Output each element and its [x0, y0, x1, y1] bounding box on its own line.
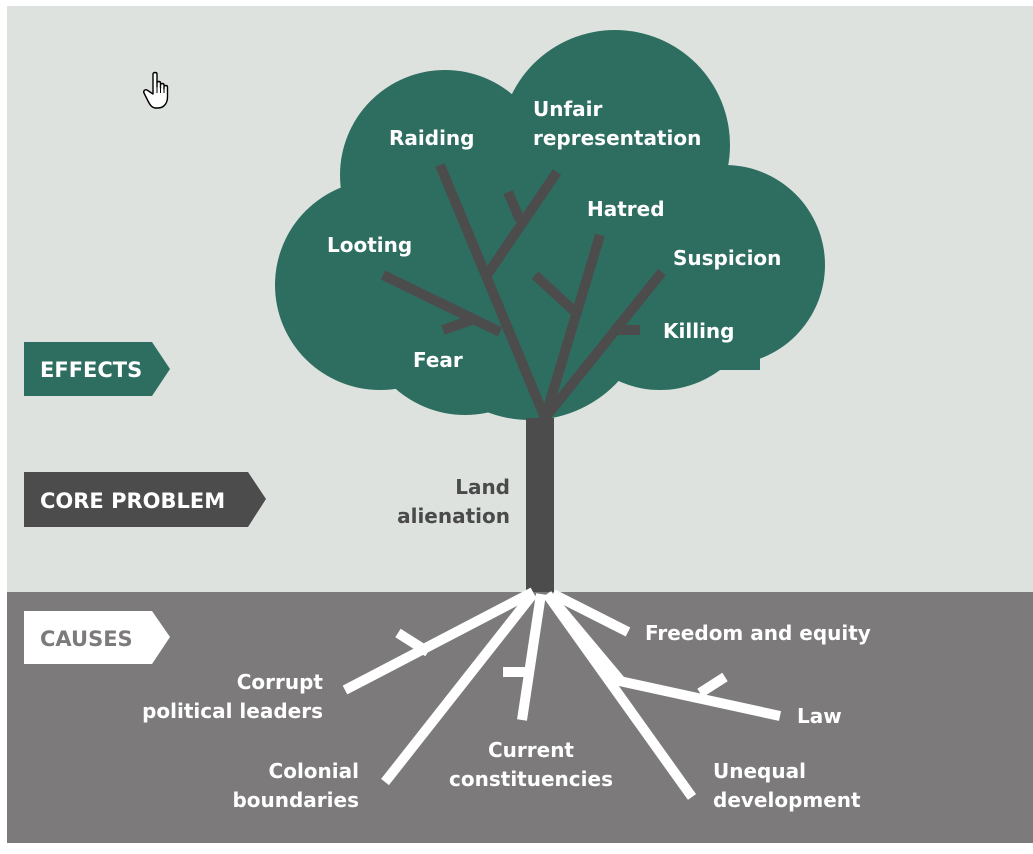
cause-unequal-line2: development	[713, 788, 861, 812]
cause-current-line1: Current	[488, 738, 574, 762]
cause-corrupt-line2: political leaders	[142, 699, 323, 723]
effect-killing: Killing	[663, 319, 734, 343]
tree-roots	[342, 587, 782, 800]
effect-unfair-line1: Unfair	[533, 97, 603, 121]
bottom-border	[0, 843, 1033, 850]
effect-raiding: Raiding	[389, 126, 474, 150]
effect-looting: Looting	[327, 233, 412, 257]
left-border	[0, 0, 7, 850]
cause-current-line2: constituencies	[449, 767, 613, 791]
causes-label: CAUSES	[40, 627, 133, 651]
hand-pointer-icon	[143, 71, 169, 109]
cause-law: Law	[797, 704, 842, 728]
cause-corrupt-line1: Corrupt	[237, 670, 324, 694]
cause-unequal-line1: Unequal	[713, 759, 806, 783]
causes-tag	[24, 611, 170, 664]
effect-unfair-line2: representation	[533, 126, 701, 150]
cause-freedom: Freedom and equity	[645, 621, 871, 645]
cause-colonial-line1: Colonial	[269, 759, 359, 783]
cause-colonial-line2: boundaries	[232, 788, 359, 812]
effects-label: EFFECTS	[40, 358, 142, 382]
core-problem-tag	[24, 472, 266, 527]
core-line1: Land	[455, 475, 510, 499]
tree-trunk	[526, 418, 554, 592]
effect-hatred: Hatred	[587, 197, 665, 221]
effects-tag	[24, 342, 170, 396]
effect-fear: Fear	[413, 348, 463, 372]
ground-background	[0, 592, 1033, 850]
tree-branches	[380, 163, 666, 422]
core-line2: alienation	[397, 504, 510, 528]
effect-suspicion: Suspicion	[673, 246, 781, 270]
core-problem-label: CORE PROBLEM	[40, 489, 225, 513]
top-border	[0, 0, 1033, 6]
